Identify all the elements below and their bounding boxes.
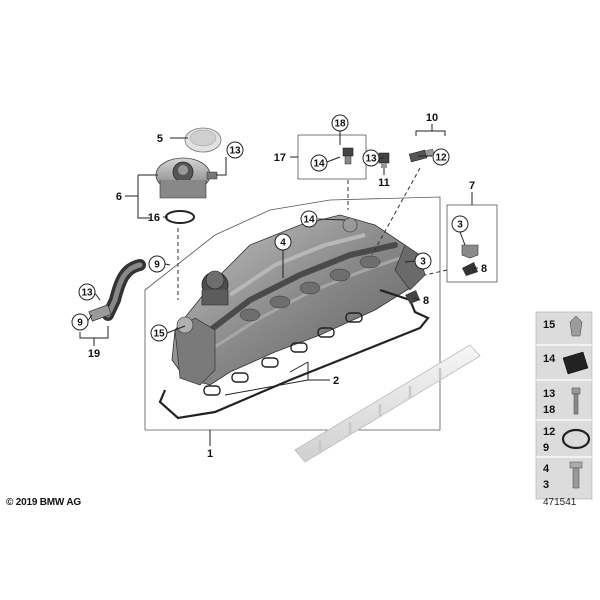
callout-14-group: 14 [313, 159, 325, 170]
label-6: 6 [116, 191, 122, 203]
legend-stud-4-3 [569, 461, 583, 489]
label-11: 11 [378, 177, 390, 189]
label-8-bracket: 8 [481, 263, 487, 275]
sensor-group-10 [371, 148, 435, 256]
label-2: 2 [333, 375, 339, 387]
drawing-number: 471541 [543, 497, 577, 508]
legend-label-15: 15 [543, 319, 555, 331]
callouts: 13 18 14 13 12 14 4 3 3 9 13 9 1 [71, 114, 469, 342]
copyright-notice: © 2019 BMW AG [6, 497, 81, 508]
callout-12: 12 [435, 153, 447, 164]
callout-4: 4 [280, 238, 286, 249]
callout-13-top: 13 [229, 146, 241, 157]
callout-3-cover: 3 [420, 257, 426, 268]
leader-lines [79, 124, 478, 446]
bracket-group-7 [405, 204, 498, 304]
legend-bolt-15 [569, 315, 583, 337]
crankcase-vent-hose [88, 259, 146, 322]
callout-13-left: 13 [81, 288, 93, 299]
legend-panel: 15 14 13 18 12 9 4 3 [535, 311, 593, 500]
legend-label-18: 18 [543, 404, 555, 416]
legend-seal-ring-12-9 [561, 428, 591, 450]
cylinder-head-cover [171, 214, 426, 386]
legend-label-12: 12 [543, 426, 555, 438]
legend-label-13: 13 [543, 388, 555, 400]
label-5: 5 [157, 133, 163, 145]
label-1: 1 [207, 448, 213, 460]
legend-label-3: 3 [543, 479, 549, 491]
legend-label-4: 4 [543, 463, 550, 475]
legend-label-14: 14 [543, 353, 556, 365]
callout-18: 18 [334, 119, 346, 130]
sensor-group-17 [297, 134, 367, 210]
callout-3-bracket: 3 [457, 220, 463, 231]
label-16: 16 [148, 212, 160, 224]
legend-cover-14 [562, 351, 589, 375]
label-17: 17 [274, 152, 286, 164]
callout-9-left: 9 [77, 318, 83, 329]
fuel-rail [294, 344, 481, 463]
label-19: 19 [88, 348, 100, 360]
callout-13-right: 13 [365, 154, 377, 165]
label-7: 7 [469, 180, 475, 192]
callout-9-hose: 9 [154, 260, 160, 271]
callout-14-cover: 14 [303, 215, 315, 226]
valve-cover-frame [144, 196, 441, 431]
gasket [158, 288, 430, 420]
plain-labels: 5 6 16 17 10 11 7 8 8 19 2 1 [88, 112, 487, 460]
label-10: 10 [426, 112, 438, 124]
label-8-cover: 8 [423, 295, 429, 307]
oil-filler-group [155, 127, 222, 300]
legend-label-9: 9 [543, 442, 549, 454]
callout-15: 15 [153, 329, 165, 340]
legend-screw-13-18 [571, 387, 581, 415]
